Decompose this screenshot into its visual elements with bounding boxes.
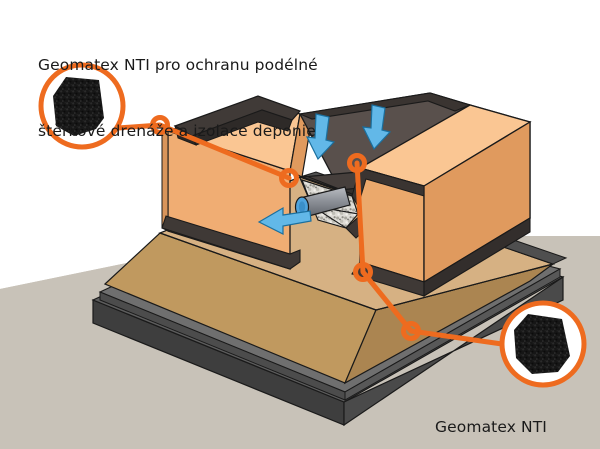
base-slab-right-face [343,275,564,427]
callout-circle-lower-right [499,300,587,388]
caption-top: Geomatex NTI pro ochranu podélné štěrkov… [38,10,318,186]
callout-circle-upper-left [38,62,126,150]
callout-ring-upper-left [38,62,126,150]
geotextile-sample-upper-left [53,77,104,136]
infiltration-arrow-right [361,104,392,151]
protection-geotextile-back-crest [298,92,472,120]
geotextile-sample-lower-right [514,314,570,374]
caption-bottom: Geomatex NTI pro separaci vrstev [393,372,589,449]
protection-geotextile-left-base-strip [161,215,301,270]
callout-line-upper-left [115,122,292,181]
caption-top-line-2: štěrkové drenáže a izolace deponie [38,122,316,140]
discharge-arrow [257,206,312,235]
caption-bottom-line-1: Geomatex NTI [435,418,547,436]
callout-ring-lower-right [499,300,587,388]
drainage-pipe [294,186,351,218]
callout-node-lower-right-a [347,153,367,173]
protection-geotextile-right-skirt-side [423,217,531,297]
callout-line-lower-right [354,160,505,347]
callout-node-upper-left-b [279,168,299,188]
callout-node-lower-right-c [401,321,421,341]
drainage-pipe-bore [298,201,306,213]
callout-node-upper-left-a [150,115,170,135]
infiltration-arrow-left [305,113,336,161]
caption-top-line-1: Geomatex NTI pro ochranu podélné [38,56,318,74]
callout-node-lower-right-b [353,262,373,282]
